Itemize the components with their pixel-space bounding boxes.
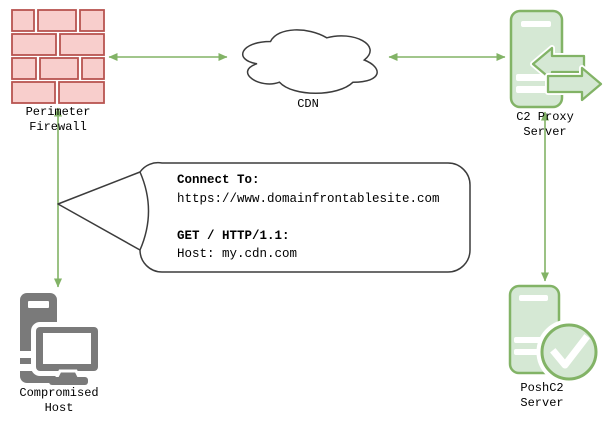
- server-check-icon: [508, 284, 602, 385]
- callout-tail: [57, 171, 141, 251]
- connectors: [54, 53, 549, 288]
- callout-request1-value: https://www.domainfrontablesite.com: [177, 191, 440, 206]
- label-line: Server: [523, 125, 567, 139]
- label-line: C2 Proxy: [516, 110, 574, 124]
- label-line: Server: [520, 396, 564, 410]
- label-line: Perimeter: [25, 105, 91, 119]
- checkmark-icon: [550, 334, 590, 369]
- desktop-computer-icon: [15, 293, 103, 385]
- label-c2-proxy-server: C2 Proxy Server: [485, 110, 605, 140]
- cloud-icon: [242, 29, 378, 95]
- label-perimeter-firewall: Perimeter Firewall: [0, 105, 118, 135]
- proxy-server-icon: [509, 9, 604, 109]
- label-cdn: CDN: [248, 97, 368, 112]
- label-line: CDN: [297, 97, 319, 111]
- proxy-arrows-icon: [530, 45, 604, 103]
- callout-request2-label: GET / HTTP/1.1:: [177, 228, 290, 243]
- label-poshc2-server: PoshC2 Server: [482, 381, 602, 411]
- label-line: Compromised: [19, 386, 99, 400]
- label-line: PoshC2: [520, 381, 564, 395]
- firewall-brick-wall-icon: [11, 9, 105, 104]
- callout-bubble: [57, 161, 471, 273]
- label-line: Host: [44, 401, 74, 415]
- callout-blank-line: [177, 208, 440, 227]
- callout-request2-value: Host: my.cdn.com: [177, 247, 298, 261]
- callout-request1-label: Connect To:: [177, 173, 260, 187]
- label-compromised-host: Compromised Host: [0, 386, 119, 416]
- label-line: Firewall: [29, 120, 87, 134]
- callout-text: Connect To: https://www.domainfrontables…: [177, 171, 440, 264]
